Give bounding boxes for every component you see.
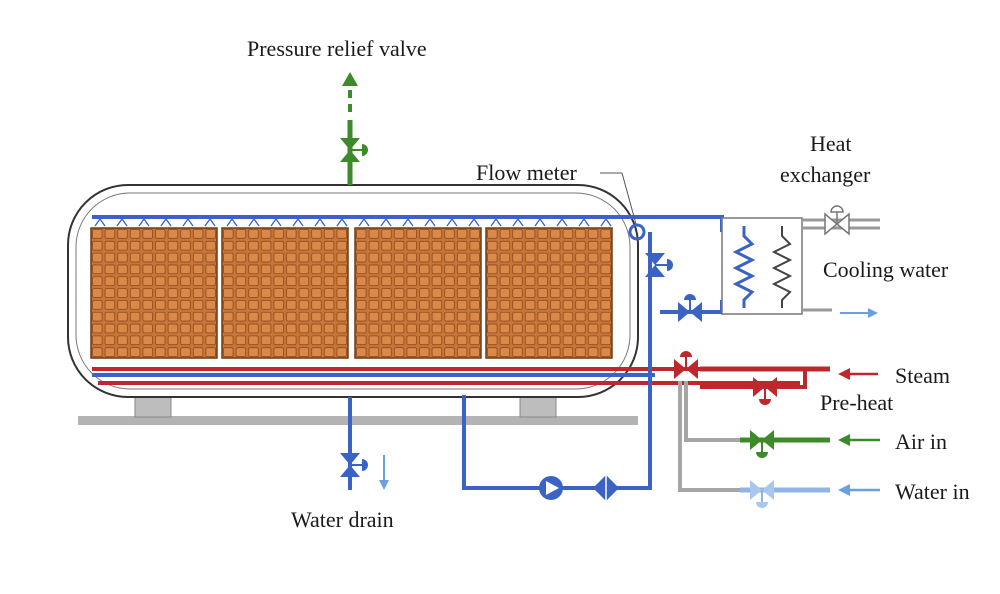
retort-vessel-inner	[75, 192, 631, 390]
relief-valve-icon	[340, 138, 368, 162]
air-valve-icon	[750, 430, 774, 458]
label-pressure-relief-valve: Pressure relief valve	[247, 36, 427, 61]
spray-nozzle	[314, 217, 326, 227]
label-flow-meter: Flow meter	[476, 160, 577, 185]
carton-stack	[485, 227, 613, 359]
check-valve-icon	[593, 475, 619, 501]
drain-valve-icon	[340, 453, 368, 477]
carton-stack	[221, 227, 349, 359]
spray-nozzle	[380, 217, 392, 227]
label-steam: Steam	[895, 363, 950, 388]
label-heat-exchanger-1: Heat	[810, 131, 852, 156]
cooling-water-valve-icon	[824, 205, 850, 236]
steam-arrow-icon	[838, 368, 850, 380]
label-water-in: Water in	[895, 479, 970, 504]
support-leg-left	[134, 396, 172, 418]
carton-stack	[354, 227, 482, 359]
label-air-in: Air in	[895, 429, 947, 454]
spray-nozzle	[358, 217, 370, 227]
water-in-arrow-icon	[838, 484, 850, 496]
spray-nozzle	[468, 217, 480, 227]
spray-nozzle	[446, 217, 458, 227]
carton-stack	[90, 227, 218, 359]
spray-nozzle	[292, 217, 304, 227]
spray-nozzle	[138, 217, 150, 227]
spray-nozzle	[556, 217, 568, 227]
product-cartons	[90, 227, 613, 359]
label-heat-exchanger-2: exchanger	[780, 162, 871, 187]
spray-nozzle	[116, 217, 128, 227]
air-arrow-icon	[838, 434, 850, 446]
support-leg-right	[519, 396, 557, 418]
spray-nozzle	[600, 217, 612, 227]
hx-inlet-pipe	[655, 215, 724, 232]
spray-nozzle	[490, 217, 502, 227]
water-in-valve-icon	[750, 480, 774, 508]
spray-nozzle	[248, 217, 260, 227]
hx-bypass-valve-icon	[678, 294, 702, 322]
spray-nozzle	[94, 217, 106, 227]
spray-nozzle	[182, 217, 194, 227]
spray-nozzle	[578, 217, 590, 227]
relief-arrow-icon	[342, 72, 358, 86]
spray-nozzle	[534, 217, 546, 227]
spray-nozzle	[160, 217, 172, 227]
spray-nozzle	[226, 217, 238, 227]
hx-coil-hot	[732, 226, 756, 308]
drain-arrow-icon	[379, 480, 389, 490]
recirc-valve-icon	[645, 253, 673, 277]
label-water-drain: Water drain	[291, 507, 394, 532]
spray-nozzle	[204, 217, 216, 227]
cooling-water-arrow-icon	[868, 308, 878, 318]
spray-nozzles	[94, 217, 612, 227]
preheat-valve-icon	[753, 377, 777, 405]
spray-nozzle	[336, 217, 348, 227]
spray-nozzle	[512, 217, 524, 227]
spray-nozzle	[270, 217, 282, 227]
hx-coil-cold	[771, 226, 793, 308]
flow-meter-icon	[628, 223, 646, 241]
label-cooling-water: Cooling water	[823, 257, 949, 282]
spray-nozzle	[402, 217, 414, 227]
spray-nozzle	[424, 217, 436, 227]
pump-icon	[539, 476, 563, 500]
steam-valve-icon	[674, 351, 698, 379]
heat-exchanger-icon	[721, 217, 803, 315]
label-pre-heat: Pre-heat	[820, 390, 893, 415]
preheat-pipe	[700, 369, 807, 389]
floor	[78, 416, 638, 425]
flow-meter-leader-2	[621, 172, 637, 225]
